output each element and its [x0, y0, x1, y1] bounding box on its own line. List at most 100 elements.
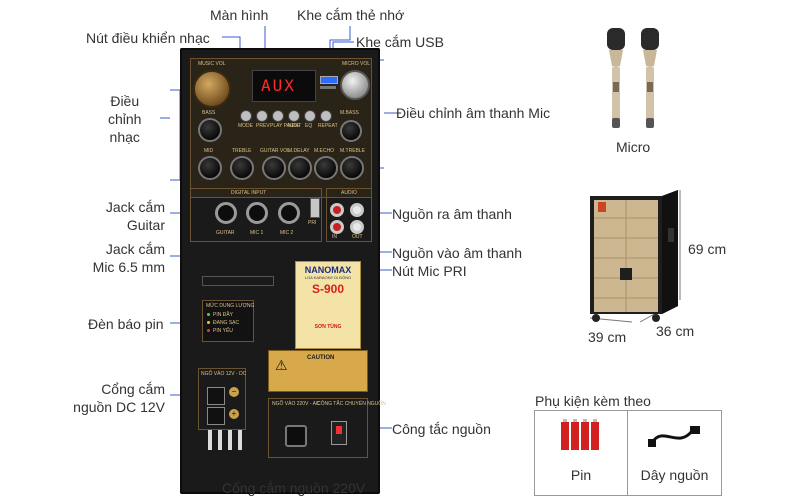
bass-label: BASS	[202, 110, 216, 116]
model-sub: LOA KARAOKE DI ĐỘNG	[304, 275, 352, 280]
accessories-box: Pin Dây nguồn	[534, 410, 722, 496]
pin-3	[228, 430, 232, 450]
ac-input-area: NGÕ VÀO 220V - AC CÔNG TẮC CHUYỂN NGUỒN	[268, 398, 386, 458]
audio-in-red[interactable]	[330, 220, 344, 234]
next-button[interactable]	[288, 110, 300, 122]
eq-button[interactable]	[304, 110, 316, 122]
micro-vol-label: MICRO VOL	[342, 61, 371, 67]
label-nut-pri: Nút Mic PRI	[392, 263, 467, 279]
serial-strip	[202, 276, 274, 286]
music-vol-label: MUSIC VOL	[198, 61, 226, 67]
audio-out-red[interactable]	[330, 203, 344, 217]
micro-label: Micro	[616, 139, 651, 155]
accessories-divider	[627, 411, 628, 495]
audio-out-label: OUT	[352, 234, 363, 240]
digital-input-area: DIGITAL INPUT	[190, 188, 322, 242]
microphone-icon	[607, 28, 625, 128]
power-switch[interactable]	[331, 421, 347, 445]
sd-card-slot[interactable]	[320, 86, 336, 89]
treble-knob[interactable]	[230, 156, 254, 180]
label-khe-the-nho: Khe cắm thẻ nhớ	[297, 7, 405, 23]
label-man-hinh: Màn hình	[210, 7, 269, 23]
display-screen: AUX	[252, 70, 316, 102]
music-vol-knob[interactable]	[193, 70, 231, 108]
led-full	[207, 313, 210, 316]
led-low	[207, 329, 210, 332]
accessory-label: Pin	[570, 467, 592, 483]
audio-out-white[interactable]	[350, 203, 364, 217]
battery-indicator: MỨC DUNG LƯỢNG PIN ĐẦY ĐANG SẠC PIN YẾU	[202, 300, 254, 342]
mic1-jack[interactable]	[246, 202, 268, 224]
plus-icon: +	[229, 409, 239, 419]
prev-button[interactable]	[256, 110, 268, 122]
minus-icon: −	[229, 387, 239, 397]
m-treble-label: M.TREBLE	[340, 148, 366, 154]
label-jack-guitar: Jack cắm Guitar	[105, 199, 165, 233]
micro-image	[600, 26, 670, 136]
mode-button[interactable]	[240, 110, 252, 122]
accessory-item: Dây nguồn	[628, 411, 721, 495]
m-delay-knob[interactable]	[288, 156, 312, 180]
dc-terminal-plus[interactable]	[207, 407, 225, 425]
control-panel: MUSIC VOL MICRO VOL AUX MODE PREV PLAY P…	[180, 48, 386, 494]
guitar-jack[interactable]	[215, 202, 237, 224]
pin-1	[208, 430, 212, 450]
m-delay-label: M.DELAY	[288, 148, 310, 154]
speaker-depth: 36 cm	[656, 323, 695, 339]
led-charging	[207, 321, 210, 324]
label-mic-adjust: Điều chỉnh âm thanh Mic	[396, 105, 551, 121]
brand-sticker: NANOMAX LOA KARAOKE DI ĐỘNG S-900 SƠN TÙ…	[295, 261, 361, 349]
warning-icon: ⚠	[275, 357, 288, 373]
battery-icon	[561, 419, 599, 450]
label-nguon-vao: Nguồn vào âm thanh	[392, 245, 522, 261]
audio-area: AUDIO	[326, 188, 372, 242]
company-name: SƠN TÙNG	[314, 324, 342, 330]
m-treble-knob[interactable]	[340, 156, 364, 180]
audio-in-label: IN	[332, 234, 337, 240]
caution-sticker: ⚠ CAUTION	[268, 350, 368, 392]
audio-in-white[interactable]	[350, 220, 364, 234]
m-echo-label: M.ECHO	[314, 148, 334, 154]
pri-label: PRI	[308, 220, 317, 226]
label-jack-mic: Jack cắm Mic 6.5 mm	[92, 241, 165, 275]
m-bass-knob[interactable]	[340, 120, 362, 142]
ac-power-socket[interactable]	[285, 425, 307, 447]
accessory-label: Dây nguồn	[640, 467, 709, 483]
m-echo-knob[interactable]	[314, 156, 338, 180]
repeat-button[interactable]	[320, 110, 332, 122]
guitar-vol-label: GUITAR VOL	[260, 148, 290, 154]
mic2-jack-label: MIC 2	[280, 230, 294, 236]
mic1-jack-label: MIC 1	[250, 230, 264, 236]
micro-vol-knob[interactable]	[340, 70, 370, 100]
dc-terminal-minus[interactable]	[207, 387, 225, 405]
accessory-item: Pin	[535, 411, 627, 495]
power-cable-icon	[648, 426, 700, 447]
mid-label: MID	[204, 148, 214, 154]
guitar-vol-knob[interactable]	[262, 156, 286, 180]
microphone-icon	[641, 28, 659, 128]
mid-knob[interactable]	[198, 156, 222, 180]
usb-slot[interactable]	[320, 76, 338, 84]
label-den-bao-pin: Đèn báo pin	[88, 316, 164, 332]
speaker-image	[582, 188, 682, 323]
label-dieu-chinh-nhac: Điều chỉnh nhạc	[108, 93, 142, 145]
mic2-jack[interactable]	[278, 202, 300, 224]
label-nguon-ra: Nguồn ra âm thanh	[392, 206, 512, 222]
label-khe-usb: Khe cắm USB	[356, 34, 444, 50]
speaker-height: 69 cm	[688, 241, 727, 257]
label-nut-dieu-khien: Nút điều khiển nhạc	[86, 30, 210, 46]
pin-4	[238, 430, 242, 450]
pri-button[interactable]	[310, 198, 320, 218]
speaker-width: 39 cm	[588, 329, 627, 345]
display-text: AUX	[261, 76, 296, 95]
accessories-title: Phụ kiện kèm theo	[535, 393, 651, 409]
bass-knob[interactable]	[198, 118, 222, 142]
model-name: S-900	[311, 282, 345, 296]
play-pause-button[interactable]	[272, 110, 284, 122]
bracket-dieu-chinh-nhac	[170, 89, 181, 181]
treble-label: TREBLE	[232, 148, 252, 154]
label-cong-dc: Cổng cắm nguồn DC 12V	[73, 381, 165, 415]
label-cong-tac: Công tắc nguồn	[392, 421, 491, 437]
dc-input-area: NGÕ VÀO 12V - DC − +	[198, 368, 246, 430]
pin-2	[218, 430, 222, 450]
